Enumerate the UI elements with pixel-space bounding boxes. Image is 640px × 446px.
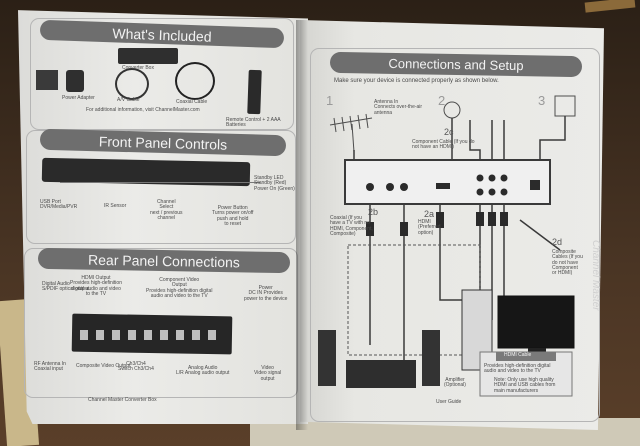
label-power-in: Power DC IN Provides power to the device: [244, 285, 288, 302]
spine-brand-text: Channel Master: [590, 240, 601, 311]
label-digital-audio: Digital Audio S/PDIF optical output: [42, 281, 90, 293]
item-power-adapter: Power Adapter: [62, 95, 95, 101]
label-component-output: Component Video Output Provides high-def…: [146, 277, 213, 299]
amplifier: [346, 360, 416, 388]
item-converter-box: Converter Box: [122, 65, 154, 71]
right-speaker: [422, 330, 440, 386]
label-ch3ch4: Ch3/Ch4 Switch Ch3/Ch4: [118, 361, 154, 373]
label-usb-port: USB Port DVR/Media/PVR: [40, 199, 78, 211]
antenna-thumb-image: [36, 70, 58, 90]
amplifier-label: Amplifier (Optional): [444, 377, 466, 389]
label-power-button: Power Button Turns power on/off push and…: [212, 205, 254, 227]
item-remote: Remote Control + 2 AAA Batteries: [226, 117, 281, 129]
rear-panel-footer: Channel Master Converter Box: [88, 397, 157, 403]
step-2d-text: Composite Cables (If you do not have Com…: [552, 249, 583, 276]
cable-plugs: [366, 212, 508, 236]
step-1-number: 1: [326, 93, 334, 108]
whats-included-panel: [30, 18, 294, 130]
coax-connector-drawing: [443, 101, 461, 119]
label-channel: Channel Select next / previous channel: [150, 199, 183, 221]
left-speaker: [318, 330, 336, 386]
step-2c-number: 2c: [444, 127, 454, 137]
page-gutter-shadow: [296, 20, 308, 430]
wall-outlet-drawing: [554, 95, 576, 117]
step-2d-number: 2d: [552, 237, 563, 247]
av-cable-image: [115, 68, 149, 100]
step-2b-number: 2b: [368, 207, 379, 217]
label-rf-antenna: RF Antenna In Coaxial input: [34, 361, 66, 373]
step-2a-text: HDMI (Preferred option): [418, 219, 441, 236]
connections-subtitle: Make sure your device is connected prope…: [334, 78, 499, 84]
converter-box-image: [118, 48, 178, 64]
step-2c-text: Component Cable (If you do not have an H…: [412, 139, 475, 151]
item-coax-cable: Coaxial Cable: [176, 99, 208, 105]
setup-tv: [497, 295, 575, 349]
front-panel-leader-lines: [60, 182, 260, 203]
connections-panel: [310, 48, 600, 422]
step-2-number: 2: [438, 93, 446, 108]
label-video: Video Video signal output: [254, 365, 282, 382]
right-page-footer: User Guide: [436, 399, 462, 405]
hdmi-callout-header: [496, 352, 556, 361]
step-2b-text: Coaxial (If you have a TV with no HDMI, …: [330, 215, 373, 237]
setup-converter-box: [344, 159, 551, 205]
front-panel-panel: [26, 130, 296, 244]
rear-panel-ports: [80, 330, 220, 340]
label-composite-output: Composite Video Output: [76, 363, 131, 369]
power-adapter-image: [66, 70, 84, 92]
coax-cable-image: [175, 62, 215, 100]
hdmi-callout-title: HDMI Cable: [504, 352, 532, 358]
whats-included-footnote: For additional information, visit Channe…: [86, 107, 200, 113]
hdmi-callout-text: Provides high-definition digital audio a…: [484, 363, 551, 375]
label-standby-led: Standby LED Standby (Red) Power On (Gree…: [254, 175, 295, 192]
step-2a-number: 2a: [424, 209, 435, 219]
setup-box-ports: [366, 174, 540, 196]
rear-panel-panel: [24, 248, 298, 398]
item-av-cable: A/V Cable: [117, 97, 140, 103]
antenna-drawing: [329, 113, 373, 153]
label-analog-audio: Analog Audio L/R Analog audio output: [176, 365, 230, 377]
label-hdmi-output: HDMI Output Provides high-definition dig…: [70, 275, 122, 297]
step-3-number: 3: [538, 93, 546, 108]
label-ir-sensor: IR Sensor: [104, 203, 127, 209]
antenna-in-label: Antenna In Connects over-the-air antenna: [374, 99, 423, 116]
hdmi-callout-note: Note: Only use high quality HDMI and USB…: [494, 377, 556, 394]
